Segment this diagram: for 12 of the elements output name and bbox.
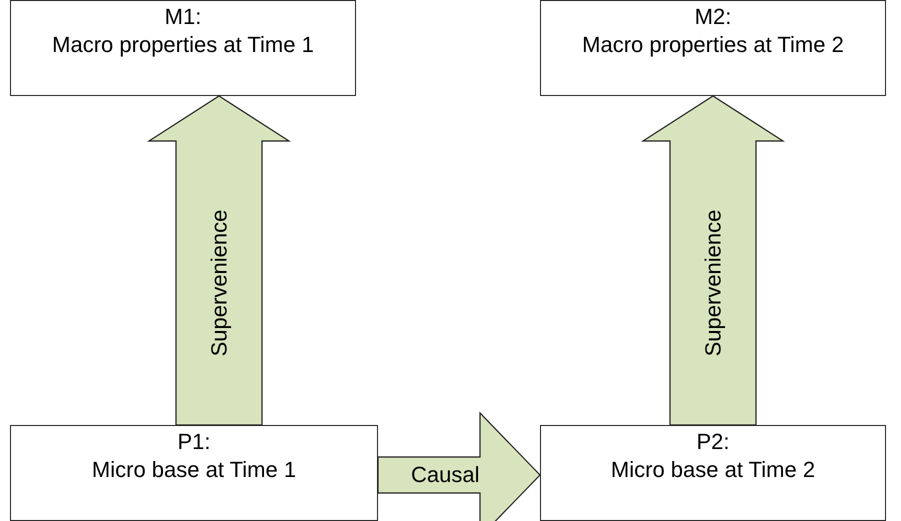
box-text: Micro base at Time 1 bbox=[92, 456, 296, 484]
text-box bbox=[540, 0, 886, 96]
text-box bbox=[540, 425, 886, 521]
text-box bbox=[10, 0, 356, 96]
box-heading: P2: bbox=[696, 428, 730, 456]
text-box bbox=[10, 425, 378, 521]
box-text: Macro properties at Time 1 bbox=[52, 31, 314, 59]
box-text: Micro base at Time 2 bbox=[610, 456, 816, 484]
box-heading: P1: bbox=[177, 428, 211, 456]
box-heading: M2: bbox=[694, 3, 732, 31]
box-text: Macro properties at Time 2 bbox=[582, 31, 844, 59]
box-heading: M1: bbox=[164, 3, 202, 31]
